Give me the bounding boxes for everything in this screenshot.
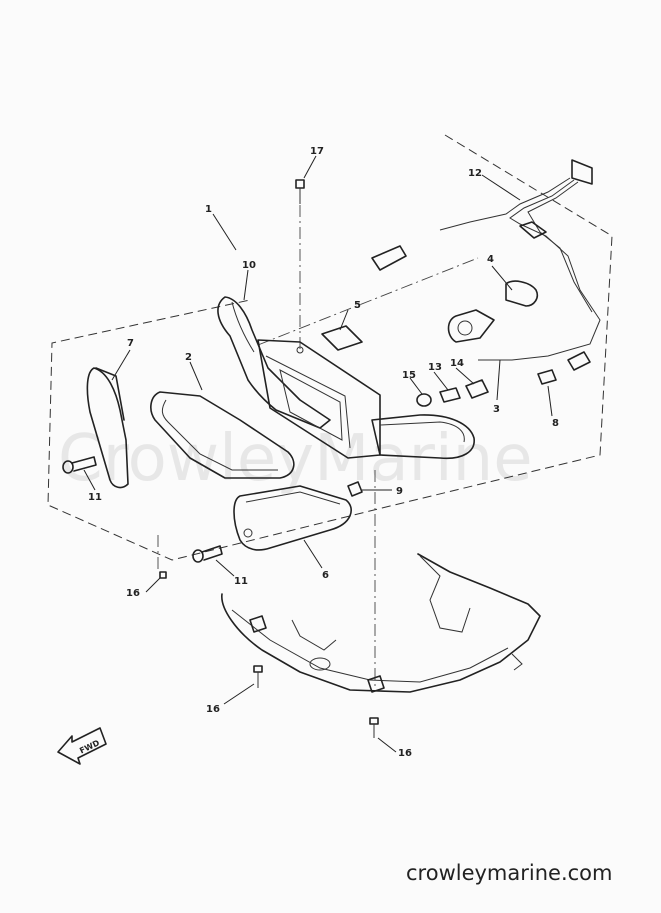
leader-line <box>409 377 423 395</box>
callout-13: 13 <box>428 362 442 373</box>
screw-17 <box>295 179 305 204</box>
screw-16-c <box>369 717 379 738</box>
callout-11-lower: 11 <box>234 576 248 587</box>
leader-line <box>212 213 237 251</box>
part-6-front-lens <box>233 485 352 551</box>
callout-7: 7 <box>127 338 134 349</box>
part-14-socket <box>465 379 489 399</box>
part-right-lens-arm <box>371 414 475 460</box>
callout-16-left: 16 <box>126 588 140 599</box>
assembly-boundary <box>47 134 613 561</box>
watermark-text: CrowleyMarine <box>58 422 533 496</box>
screw-11-left <box>62 456 97 474</box>
leader-line <box>481 174 521 201</box>
part-8-bulb <box>537 369 557 385</box>
screw-16-b <box>253 665 263 688</box>
callout-16-middle: 16 <box>206 704 220 715</box>
leader-line <box>83 469 96 491</box>
callout-5: 5 <box>354 300 361 311</box>
callout-11-left: 11 <box>88 492 102 503</box>
callout-2: 2 <box>185 352 192 363</box>
part-5-label-plate <box>321 325 363 351</box>
callout-14: 14 <box>450 358 464 369</box>
lower-cowling <box>221 553 541 693</box>
callout-8: 8 <box>552 418 559 429</box>
callout-9: 9 <box>396 486 403 497</box>
callout-6: 6 <box>322 570 329 581</box>
part-15-grommet <box>416 393 432 407</box>
leader-line <box>491 265 513 291</box>
callout-3: 3 <box>493 404 500 415</box>
forward-arrow-icon: FWD <box>57 727 107 765</box>
screw-11-lower <box>192 545 223 563</box>
callout-1: 1 <box>205 204 212 215</box>
leader-line <box>303 539 323 569</box>
leader-line <box>339 309 349 331</box>
part-9-clip <box>347 481 363 497</box>
callout-17: 17 <box>310 146 324 157</box>
leader-line <box>243 269 249 301</box>
leader-line <box>496 359 501 401</box>
site-url-footer: crowleymarine.com <box>406 861 612 885</box>
leader-line <box>377 737 397 753</box>
leader-line <box>215 559 235 577</box>
part-13-small-bulb <box>439 387 461 403</box>
leader-line <box>111 349 131 381</box>
leader-line <box>303 155 317 179</box>
callout-15: 15 <box>402 370 416 381</box>
part-7-side-cover <box>86 367 129 489</box>
leader-line <box>223 683 255 705</box>
leader-line <box>145 577 161 593</box>
leader-line <box>433 371 449 391</box>
part-2-gasket <box>150 391 295 479</box>
screw-16-a <box>159 571 167 579</box>
leader-line <box>455 367 475 385</box>
center-axis-line <box>257 257 479 346</box>
callout-10: 10 <box>242 260 256 271</box>
callout-4: 4 <box>487 254 494 265</box>
leader-line <box>189 361 203 391</box>
part-4-bulb <box>447 280 539 343</box>
callout-12: 12 <box>468 168 482 179</box>
callout-16-right: 16 <box>398 748 412 759</box>
mount-nut <box>249 615 385 693</box>
leader-line <box>547 385 553 417</box>
part-12-wire-harness <box>371 159 601 371</box>
